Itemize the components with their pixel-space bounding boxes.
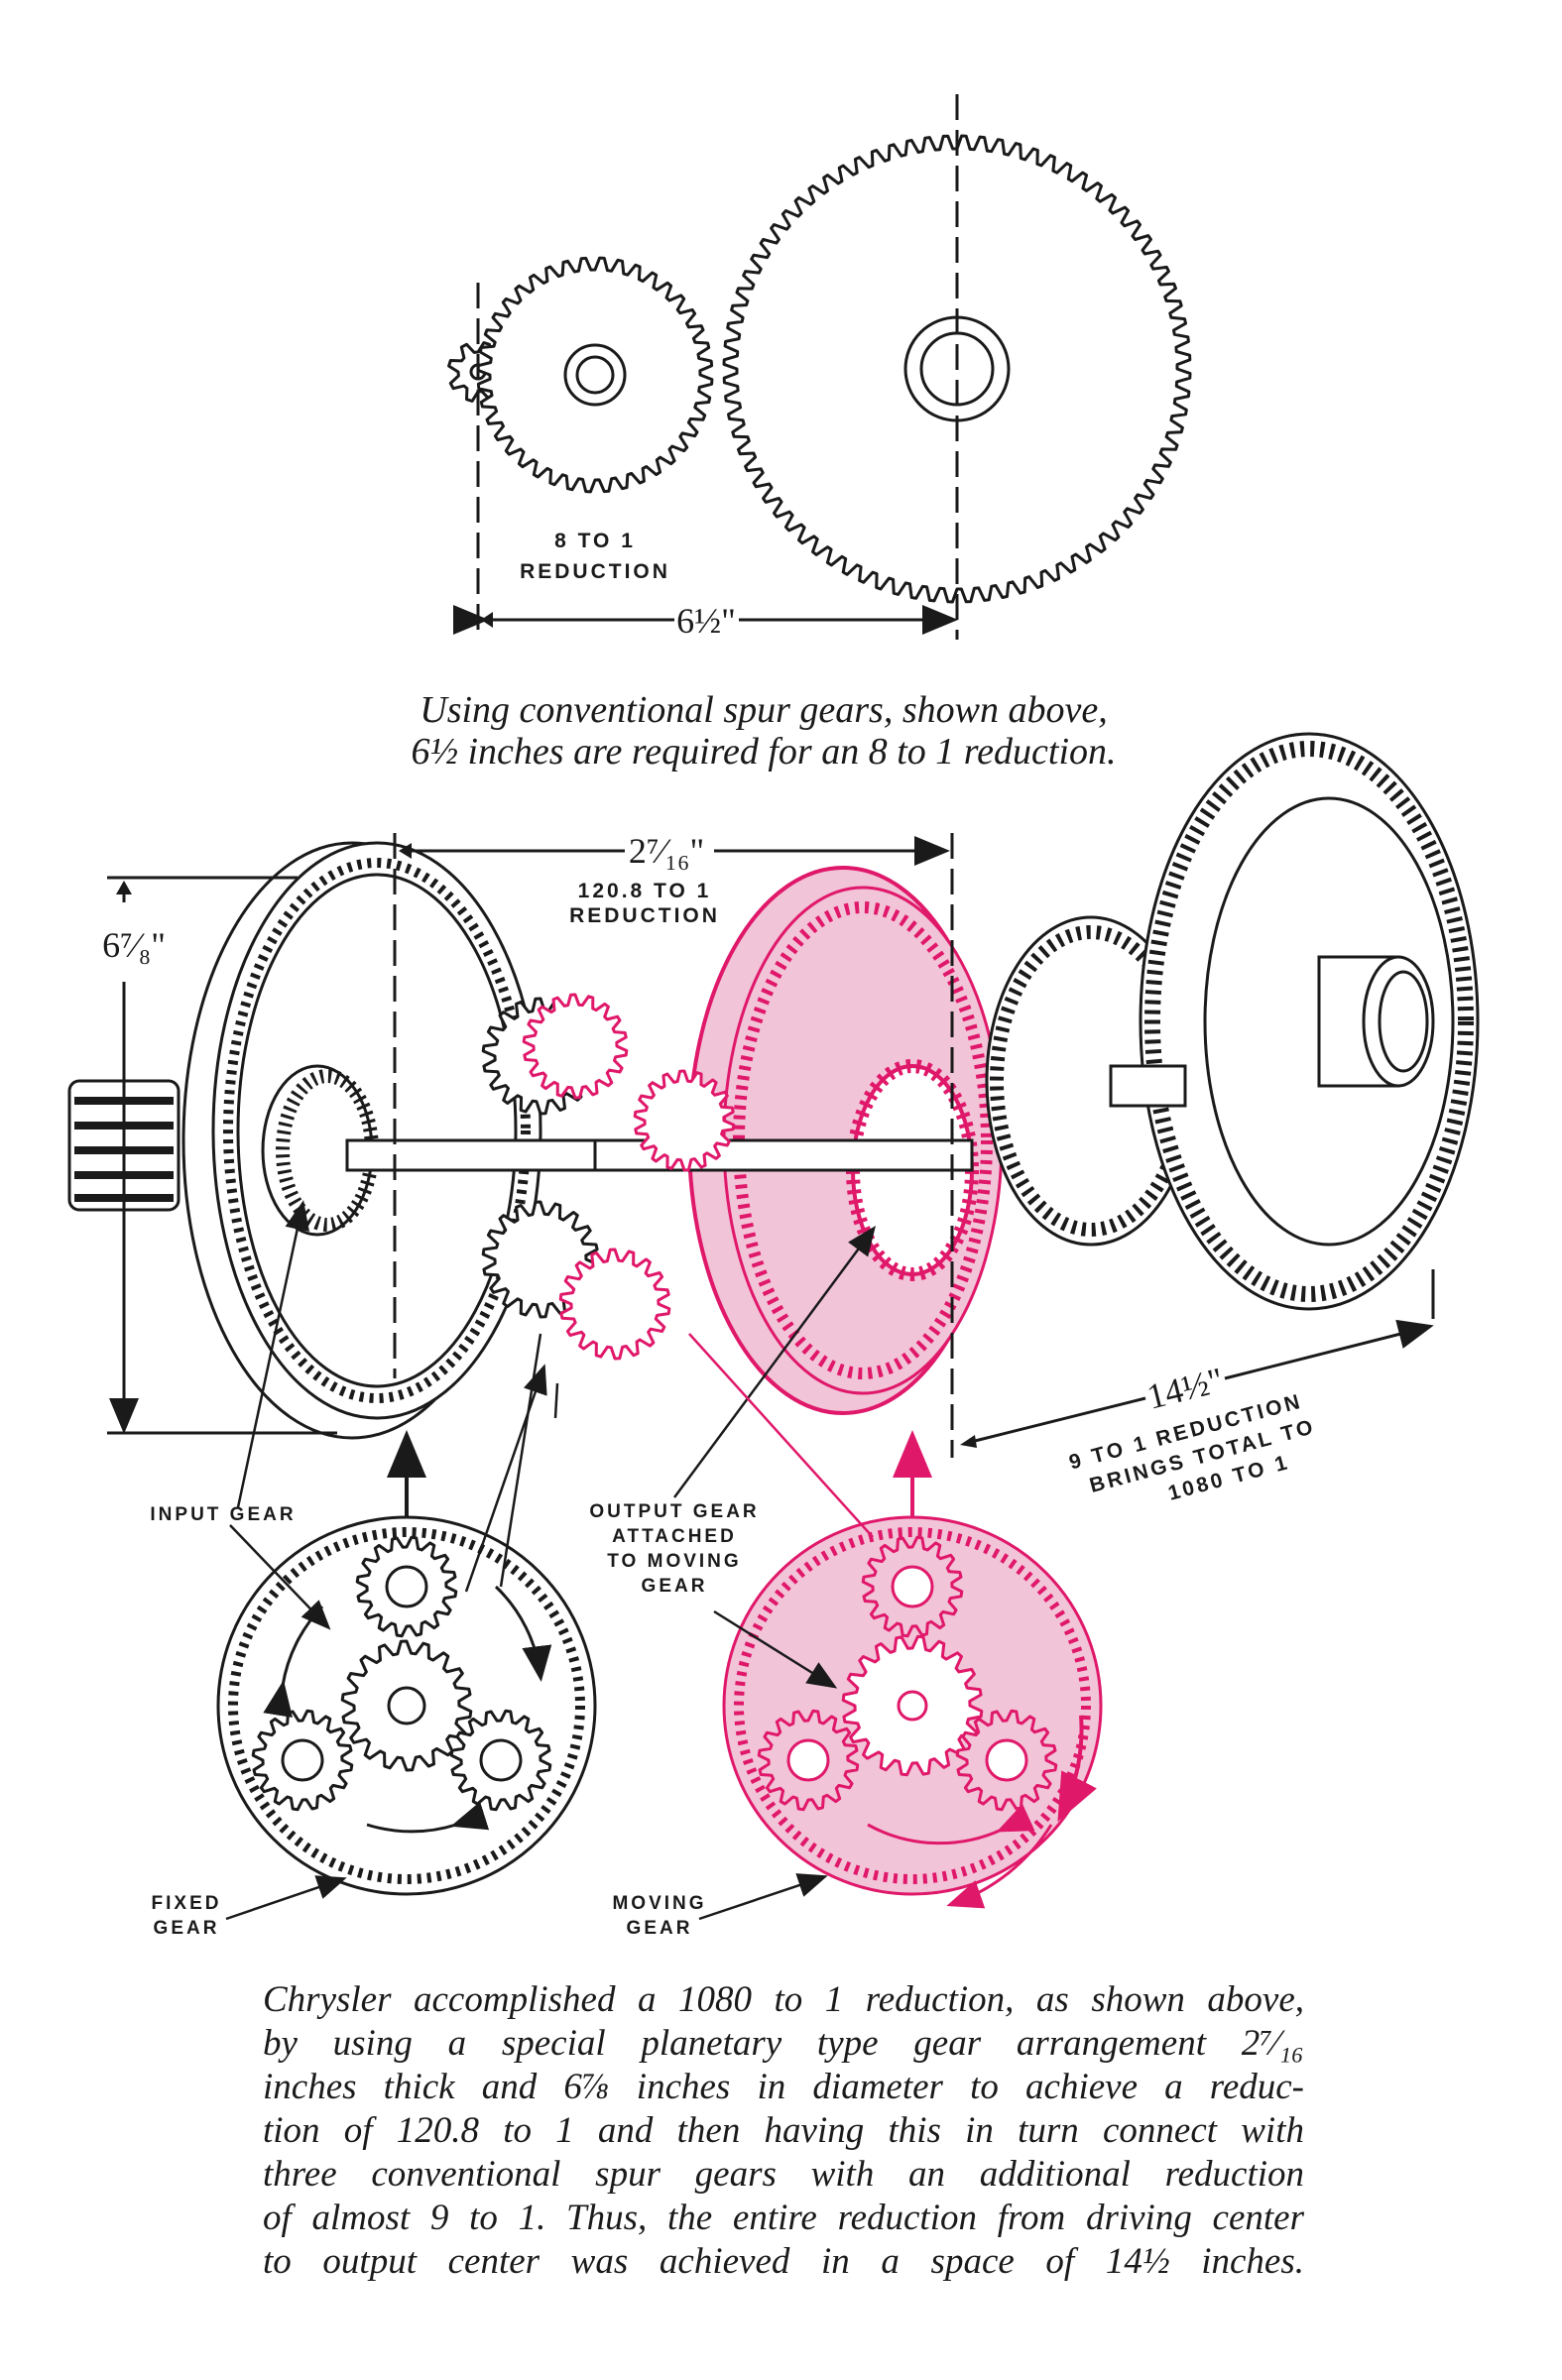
caption-line: tion of 120.8 to 1 and then having this … <box>263 2110 1304 2151</box>
planet-gear <box>522 993 629 1100</box>
caption-top: Using conventional spur gears, shown abo… <box>298 689 1230 773</box>
output-gear-label: OUTPUT GEAR <box>589 1501 759 1522</box>
planet-gear <box>558 1248 671 1361</box>
ratio-label: REDUCTION <box>569 904 720 927</box>
dimension-line <box>966 1396 1146 1445</box>
gear-bore <box>281 1738 324 1782</box>
output-gear-label: TO MOVING <box>607 1551 741 1572</box>
caption-line: Chrysler accomplished a 1080 to 1 reduct… <box>263 1979 1304 2020</box>
caption-line: three conventional spur gears with an ad… <box>263 2154 1304 2195</box>
caption-bottom: Chrysler accomplished a 1080 to 1 reduct… <box>263 1978 1304 2284</box>
hub-ring <box>563 343 627 407</box>
ring-inner <box>236 873 518 1388</box>
width-label: 6½" <box>676 601 736 641</box>
internal-teeth <box>223 858 531 1403</box>
caption-line: Using conventional spur gears, shown abo… <box>420 689 1108 731</box>
gear-bore <box>985 1738 1028 1782</box>
fixed-gear-label: GEAR <box>154 1918 220 1939</box>
fixed-stage-cross-section <box>216 1515 597 1896</box>
intermediate-spur-gear <box>476 256 714 494</box>
gear-bore <box>897 1690 928 1722</box>
gear-bore <box>387 1686 426 1726</box>
rotation-arrow <box>946 1824 1053 1909</box>
input-gear-label: INPUT GEAR <box>150 1504 296 1525</box>
gear-bore <box>891 1565 934 1608</box>
fixed-gear-teeth <box>228 1527 585 1884</box>
caption-line: of almost 9 to 1. Thus, the entire reduc… <box>263 2198 1304 2238</box>
moving-stage-cross-section <box>722 1515 1103 1909</box>
gear-bore <box>385 1565 428 1608</box>
planetary-assembly-diagram: 2⁷⁄₁₆" 120.8 TO 1 REDUCTION 6⁷⁄₈" 14½" 9… <box>67 732 1480 1505</box>
gear-bore <box>786 1738 830 1782</box>
rotation-arrow <box>867 1803 1035 1845</box>
ratio-label: REDUCTION <box>520 560 670 583</box>
caption-line: to output center was achieved in a space… <box>263 2241 1304 2282</box>
planet-gear <box>633 1069 736 1172</box>
ratio-label: 120.8 TO 1 <box>578 880 712 902</box>
output-gear-label: GEAR <box>642 1576 708 1597</box>
planet-gears-moving-stage <box>522 993 1162 1361</box>
caption-line: 6½ inches are required for an 8 to 1 red… <box>411 731 1117 773</box>
moving-gear-teeth <box>734 1527 1091 1884</box>
fixed-gear-label: FIXED <box>152 1893 222 1914</box>
pinion-shaft <box>1109 1064 1187 1108</box>
moving-ring-teeth <box>733 901 993 1379</box>
hub-bore <box>575 355 615 395</box>
moving-gear-label: GEAR <box>627 1918 693 1939</box>
diameter-label: 6⁷⁄₈" <box>102 925 166 965</box>
thickness-label: 2⁷⁄₁₆" <box>629 831 704 871</box>
rotation-arrow <box>366 1801 490 1834</box>
caption-line: inches thick and 6⅞ inches in diameter t… <box>263 2067 1304 2107</box>
output-bore <box>1378 970 1429 1073</box>
moving-gear-label: MOVING <box>612 1893 706 1914</box>
dimension-line <box>1224 1319 1434 1380</box>
output-spur-gear-teeth <box>1144 741 1474 1302</box>
output-gear-label: ATTACHED <box>612 1526 737 1547</box>
rotation-arrow <box>1057 1715 1097 1823</box>
ratio-label: 8 TO 1 <box>554 530 636 552</box>
gear-bore <box>479 1738 523 1782</box>
rotation-arrow <box>494 1585 552 1682</box>
spur-gear-diagram: 6½" 8 TO 1 REDUCTION <box>447 94 1192 641</box>
length-label: 14½" <box>1142 1360 1227 1417</box>
caption-line: by using a special planetary type gear a… <box>263 2023 1304 2064</box>
intermediate-gear-teeth <box>476 256 714 494</box>
